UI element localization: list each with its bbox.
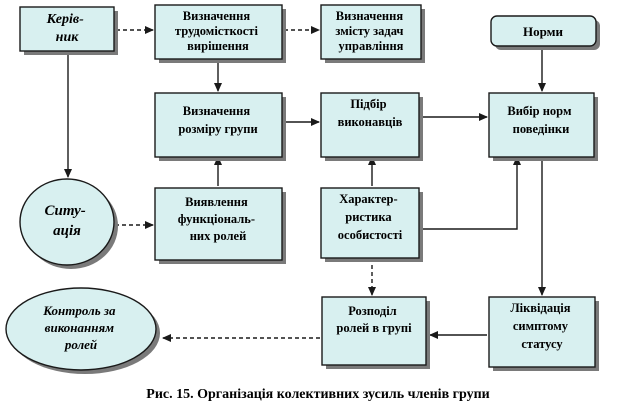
- svg-text:Керів- ник: Керів- ник: [46, 12, 88, 45]
- svg-text:Ліквідація симптому: Ліквідація симптому статусу: [510, 301, 573, 351]
- node-roli-line-1: Виявлення: [185, 195, 248, 209]
- node-kerivnyk: Керів- ник: [19, 6, 118, 55]
- svg-text:Підбір виконавців: Підбір виконавців: [338, 97, 403, 129]
- node-trudomistkist-line-1: Визначення: [183, 9, 251, 23]
- svg-text:Визначення трудомістко: Визначення трудомісткості вирішення: [175, 9, 261, 53]
- node-funktsionalni-roli: Виявлення функціональ- них ролей: [154, 187, 286, 264]
- node-likvidatsiia-line-1: Ліквідація: [510, 301, 570, 315]
- svg-text:Ситу- ація: Ситу- ація: [44, 203, 89, 239]
- node-roli-line-3: них ролей: [190, 229, 247, 243]
- node-sytuatsiia-line-2: ація: [53, 223, 81, 239]
- node-rozmir-line-2: розміру групи: [178, 122, 257, 136]
- node-normy-line-1: Норми: [523, 24, 564, 39]
- node-kontrol-line-2: виконанням: [45, 320, 114, 335]
- node-roli-line-2: функціональ-: [178, 212, 255, 226]
- node-vybir-line-1: Вибір норм: [507, 104, 572, 118]
- svg-text:Контроль за виконанням: Контроль за виконанням ролей: [42, 303, 119, 352]
- node-rozpodil-rolei: Розподіл ролей в групі: [321, 296, 430, 369]
- svg-text:Характер- ристика: Характер- ристика особистості: [338, 192, 403, 242]
- node-rozmir-hrupy: Визначення розміру групи: [154, 92, 286, 161]
- node-kontrol-line-1: Контроль за: [42, 303, 116, 318]
- node-kharakterystyka-line-3: особистості: [338, 228, 403, 242]
- node-kerivnyk-line-1: Керів-: [46, 12, 85, 27]
- node-vyznachennia-trudomistkosti: Визначення трудомісткості вирішення: [154, 4, 286, 63]
- svg-text:Вибір норм поведінки: Вибір норм поведінки: [507, 104, 574, 136]
- node-kontrol: Контроль за виконанням ролей: [5, 287, 160, 374]
- node-rozpodil-line-2: ролей в групі: [336, 321, 412, 335]
- node-kharakterystyka: Характер- ристика особистості: [320, 187, 423, 262]
- node-rozmir-line-1: Визначення: [183, 104, 251, 118]
- svg-text:Виявлення функціональ-: Виявлення функціональ- них ролей: [178, 195, 258, 243]
- svg-text:Норми: Норми: [523, 24, 564, 39]
- node-pidbir-vykonavtsiv: Підбір виконавців: [320, 92, 423, 161]
- node-normy: Норми: [490, 15, 600, 50]
- node-zmist-line-3: управління: [339, 39, 404, 53]
- node-kharakterystyka-line-1: Характер-: [339, 192, 397, 206]
- node-vyznachennia-zmistu: Визначення змісту задач управління: [320, 4, 425, 63]
- arrow-kharakterystyka-to-vybir: [419, 156, 521, 230]
- node-likvidatsiia: Ліквідація симптому статусу: [488, 296, 599, 371]
- node-kontrol-line-3: ролей: [64, 337, 97, 352]
- node-pidbir-line-1: Підбір: [350, 97, 386, 111]
- node-zmist-line-2: змісту задач: [335, 24, 403, 38]
- node-kerivnyk-line-2: ник: [56, 30, 80, 45]
- node-trudomistkist-line-2: трудомісткості: [175, 24, 259, 38]
- node-vybir-norm: Вибір норм поведінки: [488, 92, 598, 161]
- node-vybir-line-2: поведінки: [513, 122, 570, 136]
- node-sytuatsiia-line-1: Ситу-: [44, 203, 85, 219]
- svg-text:Визначення розміру гру: Визначення розміру групи: [178, 104, 257, 136]
- node-kharakterystyka-line-2: ристика: [345, 210, 392, 224]
- node-rozpodil-line-1: Розподіл: [348, 304, 397, 318]
- node-likvidatsiia-line-2: симптому: [513, 319, 569, 333]
- node-zmist-line-1: Визначення: [336, 9, 404, 23]
- node-pidbir-line-2: виконавців: [338, 115, 403, 129]
- svg-text:Розподіл ролей в групі: Розподіл ролей в групі: [336, 304, 412, 335]
- node-likvidatsiia-line-3: статусу: [521, 337, 563, 351]
- svg-text:Визначення змісту зада: Визначення змісту задач управління: [335, 9, 406, 53]
- node-trudomistkist-line-3: вирішення: [187, 39, 249, 53]
- figure-caption: Рис. 15. Організація колективних зусиль …: [146, 387, 489, 402]
- node-sytuatsiia: Ситу- ація: [19, 178, 118, 269]
